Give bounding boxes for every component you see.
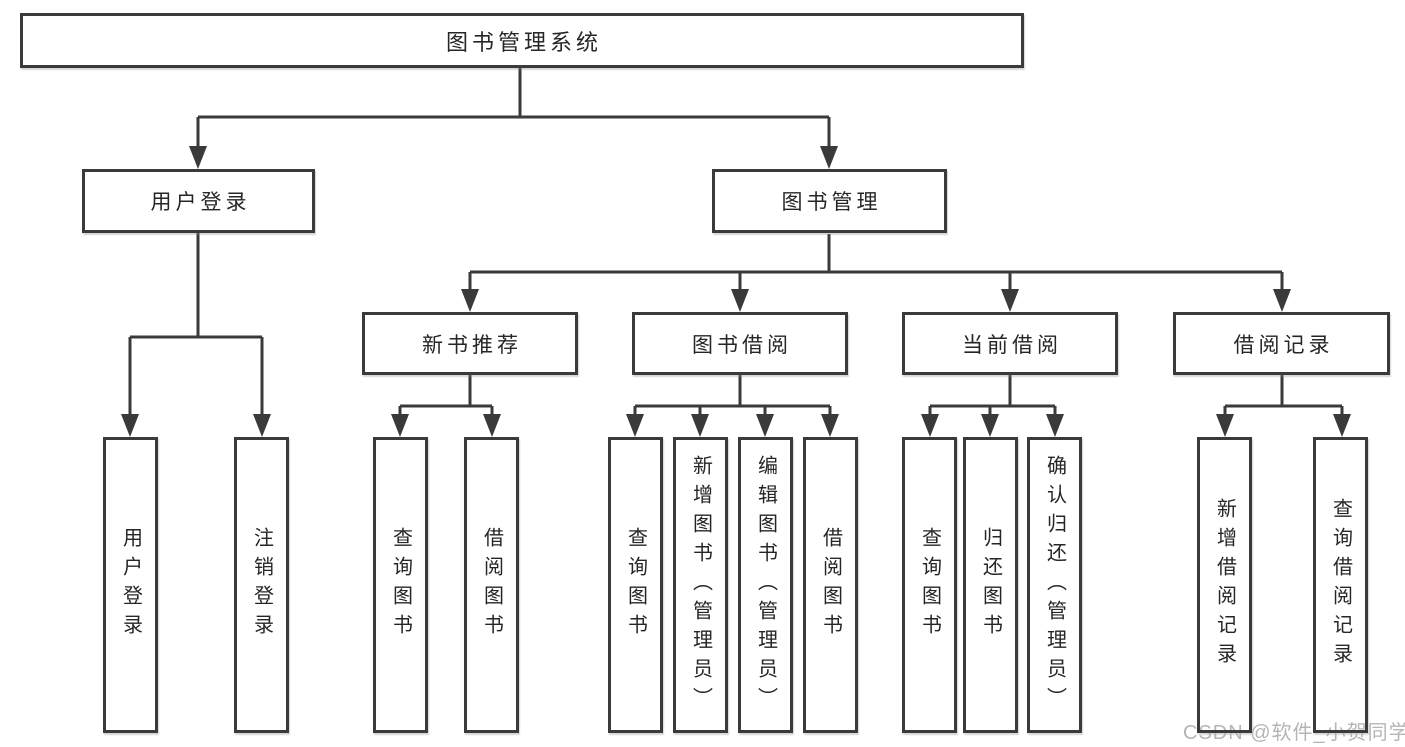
leaf-label: 查询图书 xyxy=(624,527,647,643)
leaf-label: 查询图书 xyxy=(918,527,941,643)
node-library-management-system: 图书管理系统 xyxy=(20,13,1024,68)
leaf-label: 借阅图书 xyxy=(480,527,503,643)
leaf-confirm-return-admin: 确认归还（管理员） xyxy=(1027,437,1082,733)
leaf-add-book-admin: 新增图书（管理员） xyxy=(673,437,728,733)
leaf-return-book: 归还图书 xyxy=(963,437,1018,733)
leaf-query-books-recommend: 查询图书 xyxy=(373,437,428,733)
leaf-logout: 注销登录 xyxy=(234,437,289,733)
leaf-label: 编辑图书（管理员） xyxy=(754,454,777,716)
node-label: 用户登录 xyxy=(150,191,251,214)
node-user-login: 用户登录 xyxy=(82,169,315,233)
leaf-query-borrow-record: 查询借阅记录 xyxy=(1313,437,1368,733)
leaf-edit-book-admin: 编辑图书（管理员） xyxy=(738,437,793,733)
leaf-label: 用户登录 xyxy=(119,527,142,643)
leaf-add-borrow-record: 新增借阅记录 xyxy=(1197,437,1252,733)
node-new-book-recommend: 新书推荐 xyxy=(362,312,578,375)
node-label: 借阅记录 xyxy=(1233,333,1334,357)
leaf-label: 借阅图书 xyxy=(819,527,842,643)
leaf-label: 新增借阅记录 xyxy=(1213,498,1236,672)
node-book-management: 图书管理 xyxy=(712,169,947,233)
arrowhead-icons xyxy=(121,146,1351,437)
leaf-label: 注销登录 xyxy=(250,527,273,643)
leaf-borrow-books-recommend: 借阅图书 xyxy=(464,437,519,733)
leaf-query-books-borrowing: 查询图书 xyxy=(608,437,663,733)
node-label: 图书借阅 xyxy=(692,333,792,357)
leaf-label: 查询借阅记录 xyxy=(1329,498,1352,672)
leaf-label: 归还图书 xyxy=(979,527,1002,643)
node-book-borrowing: 图书借阅 xyxy=(632,312,848,375)
node-borrowing-records: 借阅记录 xyxy=(1173,312,1390,375)
leaf-label: 确认归还（管理员） xyxy=(1043,454,1066,716)
node-current-borrowing: 当前借阅 xyxy=(902,312,1118,375)
node-label: 图书管理系统 xyxy=(445,29,602,55)
leaf-borrow-books-borrowing: 借阅图书 xyxy=(803,437,858,733)
csdn-watermark: CSDN @软件_小贺同学 xyxy=(1183,722,1405,744)
node-label: 图书管理 xyxy=(781,191,882,214)
leaf-query-books-current: 查询图书 xyxy=(902,437,957,733)
leaf-user-login: 用户登录 xyxy=(103,437,158,733)
node-label: 新书推荐 xyxy=(422,333,522,357)
node-label: 当前借阅 xyxy=(962,333,1062,357)
leaf-label: 查询图书 xyxy=(389,527,412,643)
leaf-label: 新增图书（管理员） xyxy=(689,454,712,716)
